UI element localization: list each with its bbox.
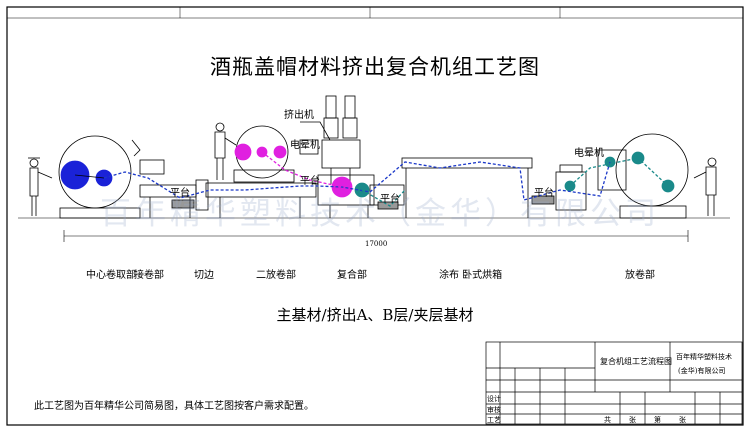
title-block-col-3: 第 (654, 416, 661, 424)
label-platform3: 平台 (380, 194, 400, 205)
dimension-label: 17000 (365, 240, 388, 248)
label-trim: 切边 (194, 270, 214, 281)
title-block-col-4: 张 (679, 416, 686, 424)
title-block (485, 341, 743, 425)
title-block-row-2: 审核 (487, 406, 501, 414)
title-block-drawing-name: 复合机组工艺流程图 (600, 357, 672, 366)
title-block-row-3: 工艺 (487, 416, 501, 424)
label-unwind-center: 中心卷取部 (86, 270, 136, 281)
label-platform2: 平台 (300, 176, 320, 187)
web-path-second (261, 151, 343, 188)
label-laminate: 复合部 (337, 270, 367, 281)
dimension-line (63, 230, 689, 242)
second-unwind-machine (205, 125, 317, 218)
label-platform4: 平台 (534, 188, 554, 199)
title-block-company-2: (金华)有限公司 (678, 367, 726, 375)
footnote: 此工艺图为百年精华公司简易图，具体工艺图按客户需求配置。 (34, 401, 314, 412)
horizontal-oven (401, 157, 533, 218)
splice-section (139, 179, 209, 218)
operator-right (693, 157, 717, 216)
title-block-row-1: 设计 (487, 395, 501, 403)
title-block-col-1: 共 (604, 416, 611, 424)
label-splice: 接卷部 (134, 270, 164, 281)
label-extruder: 挤出机 (284, 110, 314, 121)
drawing-border (6, 6, 744, 426)
label-unwind2: 二放卷部 (256, 270, 296, 281)
rewind-machine (597, 133, 689, 219)
title-block-col-2: 张 (629, 416, 636, 424)
operator-mid (214, 122, 237, 180)
label-motor2: 电晕机 (574, 148, 604, 159)
operator-left (28, 157, 53, 216)
center-unwind-machine (58, 135, 165, 219)
material-structure: 主基材/挤出A、B层/夹层基材 (276, 306, 474, 324)
label-motor1: 电晕机 (290, 140, 320, 151)
label-platform1: 平台 (170, 188, 190, 199)
label-coat-dry: 涂布 卧式烘箱 (439, 270, 503, 281)
title-block-company-1: 百年精华塑料技术 (676, 353, 732, 361)
label-rewind: 放卷部 (625, 270, 655, 281)
web-path-main (103, 161, 611, 201)
web-path-teal (361, 157, 669, 207)
extruder-assembly (299, 95, 361, 184)
page-title: 酒瓶盖帽材料挤出复合机组工艺图 (210, 55, 540, 79)
